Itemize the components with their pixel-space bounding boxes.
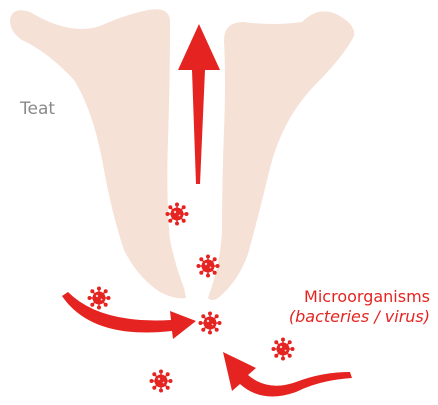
microorganisms-detail: (bacteries / virus) <box>289 307 430 327</box>
microorganisms-label: Microorganisms (bacteries / virus) <box>289 287 430 327</box>
virus-particle-icon <box>272 338 295 361</box>
teat-right-half <box>208 11 354 300</box>
microorganisms-title: Microorganisms <box>289 287 430 307</box>
curved-arrow-icon <box>62 292 196 339</box>
virus-particle-icon <box>197 255 220 278</box>
teat-left-half <box>10 9 186 298</box>
virus-particle-icon <box>166 203 189 226</box>
teat-label: Teat <box>20 99 55 119</box>
virus-particle-icon <box>150 370 173 393</box>
virus-particle-icon <box>199 312 222 335</box>
curved-arrow-icon <box>223 352 352 397</box>
virus-particle-icon <box>88 287 111 310</box>
arrow-up-icon <box>178 24 220 184</box>
